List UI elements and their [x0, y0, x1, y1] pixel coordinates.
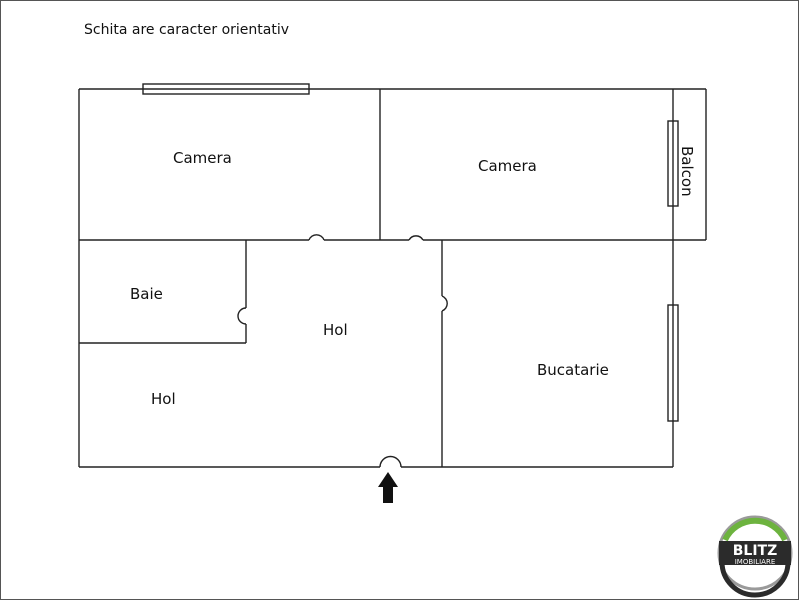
walls — [78, 83, 707, 468]
label-hol-left: Hol — [151, 390, 176, 408]
door-bucatarie — [441, 295, 448, 312]
entrance-arrow-icon — [378, 472, 398, 503]
label-camera-1: Camera — [173, 149, 232, 167]
door-camera-2 — [408, 235, 424, 241]
door-baie — [237, 307, 247, 325]
logo-name: BLITZ — [733, 543, 778, 559]
logo-dark-arc — [719, 561, 791, 598]
label-bucatarie: Bucatarie — [537, 361, 609, 379]
logo-green-arc — [722, 517, 788, 542]
orientation-note: Schita are caracter orientativ — [84, 22, 289, 38]
blitz-logo: BLITZ IMOBILIARE — [717, 515, 793, 598]
door-camera-1 — [308, 234, 325, 241]
logo-subtitle: IMOBILIARE — [735, 558, 776, 566]
label-hol-center: Hol — [323, 321, 348, 339]
label-camera-2: Camera — [478, 157, 537, 175]
label-baie: Baie — [130, 285, 163, 303]
logo-band — [719, 541, 791, 565]
door-entrance — [379, 455, 402, 468]
label-balcon: Balcon — [678, 146, 696, 197]
